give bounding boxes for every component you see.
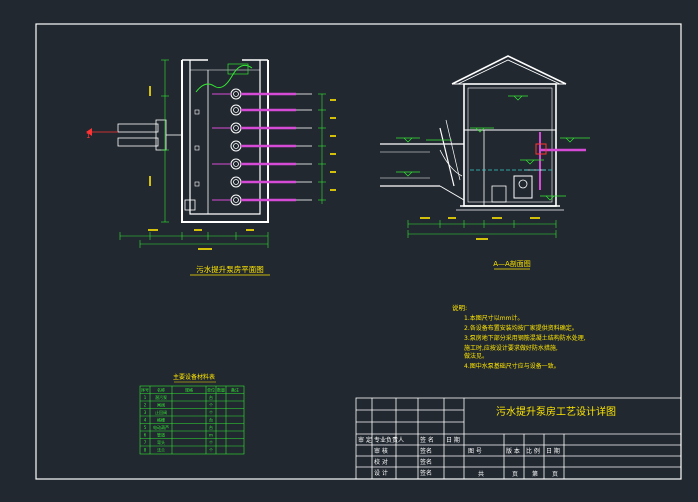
table-cell: 2 <box>144 403 147 408</box>
plan-title: 污水提升泵房平面图 <box>196 264 264 274</box>
title-block-role: 设 计 <box>374 469 388 477</box>
title-block-signer: 签名 <box>420 447 432 455</box>
svg-text:1: 1 <box>86 132 90 140</box>
title-block-header: 签 名 <box>420 436 434 444</box>
title-block-signer: 签名 <box>420 458 432 466</box>
table-cell: 个 <box>209 410 213 415</box>
equipment-table: 主要设备材料表 序号 名称 规格 单位 数量 备注 <box>139 373 245 455</box>
table-cell: 4 <box>144 418 147 423</box>
note-line: 4.图中水泵基础尺寸应与设备一致。 <box>464 362 560 370</box>
table-cell: 闸阀 <box>157 402 165 408</box>
table-cell: 7 <box>144 440 147 445</box>
title-block-header: 审 定 <box>358 436 372 444</box>
title-block-bottom: 共 <box>478 470 484 478</box>
table-cell: 台 <box>209 417 213 423</box>
notes-heading: 说明: <box>452 303 467 312</box>
title-block-role: 校 对 <box>374 458 388 466</box>
note-line: 做法见。 <box>464 352 488 360</box>
table-header: 备注 <box>231 387 239 393</box>
table-header: 单位 <box>207 387 215 393</box>
equipment-table-title: 主要设备材料表 <box>173 373 215 381</box>
plan-dimensions <box>119 59 326 248</box>
table-cell: 法兰 <box>157 447 165 453</box>
table-cell: 管道 <box>157 432 165 438</box>
note-line: 3.泵房地下部分采用钢筋混凝土结构防水处理, <box>464 334 586 342</box>
table-cell: 潜污泵 <box>155 394 167 400</box>
note-line: 2.各设备布置安装均按厂家提供资料确定。 <box>464 324 578 332</box>
table-cell: 5 <box>144 425 147 430</box>
section-view: A—A剖面图 <box>380 55 590 270</box>
table-header: 序号 <box>141 387 149 393</box>
title-block-bottom: 页 <box>552 471 558 478</box>
plan-pumps <box>184 88 312 211</box>
table-cell: 台 <box>209 394 213 400</box>
table-cell: 3 <box>144 410 147 415</box>
plan-wall-outer <box>181 60 269 223</box>
drawing-name: 污水提升泵房工艺设计详图 <box>496 405 616 418</box>
table-cell: 台 <box>209 424 213 430</box>
note-line: 1.本图尺寸以mm计。 <box>464 314 523 322</box>
title-block-right-label: 图 号 <box>468 448 482 455</box>
table-cell: 格栅 <box>157 417 165 423</box>
pump-unit <box>230 158 312 170</box>
table-cell: 个 <box>209 440 213 445</box>
table-header: 数量 <box>217 387 225 393</box>
title-block-role: 审 核 <box>374 447 388 455</box>
title-block-header: 日 期 <box>446 436 460 444</box>
table-cell: 电动葫芦 <box>153 424 169 430</box>
pump-unit <box>230 176 312 188</box>
table-cell: 8 <box>144 448 147 453</box>
title-block-right-label: 比 例 <box>526 447 540 455</box>
pump-unit <box>230 104 312 116</box>
title-block-bottom: 第 <box>532 470 538 478</box>
table-cell: 止回阀 <box>155 409 167 415</box>
table-cell: 个 <box>209 448 213 453</box>
table-header: 名称 <box>157 387 165 393</box>
notes-block: 说明: 1.本图尺寸以mm计。 2.各设备布置安装均按厂家提供资料确定。 3.泵… <box>452 303 586 370</box>
table-cell: m <box>209 433 213 438</box>
table-cell: 弯头 <box>157 439 165 445</box>
pump-unit <box>230 88 312 100</box>
plan-view: 1 <box>86 59 336 276</box>
section-pump <box>513 175 533 199</box>
title-block: 污水提升泵房工艺设计详图 审 定 专业负责人 签 名 日 期 审 核 签名 校 … <box>355 397 682 480</box>
table-header: 规格 <box>185 387 193 393</box>
note-line: 施工时,应按设计要求做好防水措施, <box>464 344 558 352</box>
title-block-bottom: 页 <box>512 471 518 478</box>
section-roof <box>451 55 567 85</box>
title-block-right-label: 版 本 <box>506 447 520 455</box>
title-block-signer: 签名 <box>420 469 432 477</box>
table-cell: 6 <box>144 433 147 438</box>
pump-unit <box>230 140 312 152</box>
table-cell: 1 <box>144 395 147 400</box>
section-title: A—A剖面图 <box>493 259 531 268</box>
title-block-header: 专业负责人 <box>374 436 404 444</box>
plan-wall-inner <box>189 60 261 215</box>
title-block-right-label: 日 期 <box>546 447 560 455</box>
table-cell: 个 <box>209 403 213 408</box>
